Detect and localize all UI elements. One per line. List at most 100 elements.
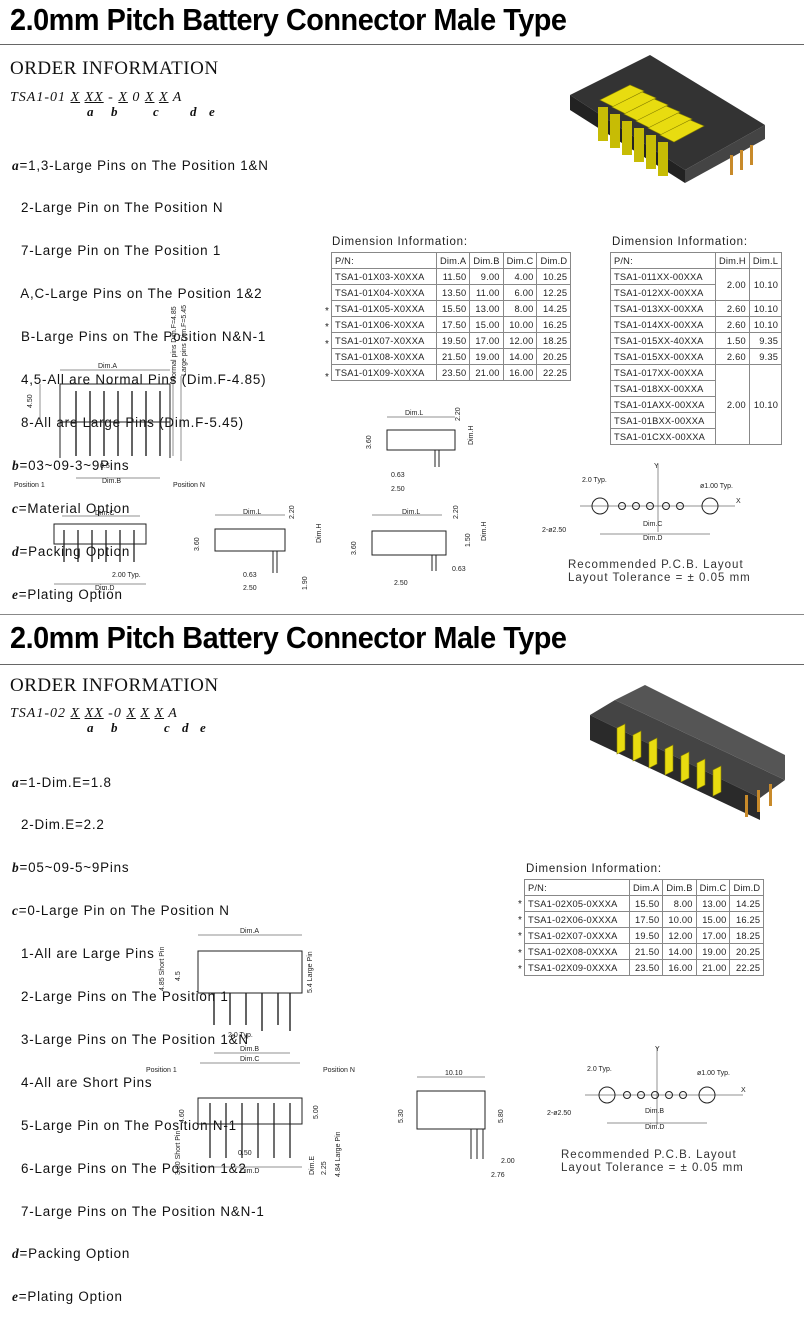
section-tsa1-02: 2.0mm Pitch Battery Connector Male Type … [0,618,804,1304]
svg-text:2.20: 2.20 [289,505,296,519]
svg-text:2.00 Typ.: 2.00 Typ. [112,572,141,579]
section-title: 2.0mm Pitch Battery Connector Male Type [10,2,567,37]
svg-text:4.50: 4.50 [27,394,34,408]
svg-text:Normal pins Dim.F=4.85: Normal pins Dim.F=4.85 [171,306,178,382]
svg-text:0.50: 0.50 [238,1150,252,1157]
option-line: a=1-Dim.E=1.8 [12,774,112,790]
order-heading: ORDER INFORMATION [10,58,219,79]
star-marker: * [518,948,522,959]
svg-text:0.63: 0.63 [243,572,257,579]
option-line: 2-Large Pins on The Position 1 [12,989,229,1005]
svg-text:Dim.H: Dim.H [468,426,475,445]
svg-text:Position N: Position N [323,1067,355,1074]
code-letter-c: c [164,720,170,735]
dimension-caption: Dimension Information: [526,863,662,875]
svg-text:3.80 Short Pin: 3.80 Short Pin [175,1131,182,1175]
option-line: B-Large Pins on The Position N&N-1 [12,329,267,345]
svg-text:1.50: 1.50 [465,533,472,547]
front-view-drawing: Dim.A 4.85 Short Pin 4.5 5.4 Large Pin 2… [146,928,355,1177]
svg-text:Dim.D: Dim.D [240,1168,259,1175]
svg-text:3.60: 3.60 [366,435,373,449]
option-line: 7-Large Pin on The Position 1 [12,243,222,259]
svg-text:0.63: 0.63 [391,472,405,479]
code-letter-e: e [200,720,206,735]
svg-text:5.30: 5.30 [398,1109,405,1123]
svg-text:4.5: 4.5 [175,971,182,981]
star-marker: * [325,322,329,333]
svg-text:Y: Y [655,1046,660,1053]
order-heading: ORDER INFORMATION [10,675,219,696]
svg-text:X: X [736,498,741,505]
svg-text:ø1.00 Typ.: ø1.00 Typ. [700,483,733,490]
star-marker: * [518,899,522,910]
part-number-code: TSA1-01 X XX - X 0 X X A [10,90,183,105]
option-line: d=Packing Option [12,543,131,559]
svg-text:Position 1: Position 1 [14,482,45,489]
svg-text:2.25: 2.25 [321,1161,328,1175]
option-line: 7-Large Pins on The Position N&N-1 [12,1203,265,1219]
option-line: 4-All are Short Pins [12,1074,153,1090]
svg-text:Position N: Position N [173,482,205,489]
star-marker: * [518,915,522,926]
svg-text:2-ø2.50: 2-ø2.50 [542,527,566,534]
svg-text:0.5: 0.5 [100,463,110,470]
option-line: 6-Large Pins on The Position 1&2 [12,1160,247,1176]
svg-text:Dim.A: Dim.A [240,928,259,935]
code-letter-e: e [209,104,215,119]
svg-text:10.10: 10.10 [445,1070,463,1077]
svg-text:Dim.C: Dim.C [643,521,662,528]
svg-text:5.80: 5.80 [498,1109,505,1123]
table-row: TSA1-01CXX-00XXA [610,428,782,445]
svg-text:Dim.B: Dim.B [240,1046,259,1053]
section-title: 2.0mm Pitch Battery Connector Male Type [10,620,567,655]
option-line: e=Plating Option [12,1289,123,1305]
svg-text:2-ø2.50: 2-ø2.50 [547,1110,571,1117]
svg-text:2.76: 2.76 [491,1172,505,1179]
front-view-drawing: Dim.A 4.50 Normal pins Dim.F=4.85 Large … [14,305,205,489]
option-line: a=1,3-Large Pins on The Position 1&N [12,157,269,173]
svg-text:Dim.H: Dim.H [316,524,323,543]
section-tsa1-01: 2.0mm Pitch Battery Connector Male Type … [0,0,804,612]
star-marker: * [325,372,329,383]
star-marker: * [325,306,329,317]
svg-text:2.0 Typ.: 2.0 Typ. [587,1066,612,1073]
svg-text:Dim.C: Dim.C [240,1056,259,1063]
side-view-drawing: 10.10 5.30 5.80 2.00 2.76 [398,1070,515,1179]
svg-text:X: X [741,1087,746,1094]
option-line: c=0-Large Pin on The Position N [12,903,230,919]
connector-3d-image [570,55,765,183]
svg-text:2.20: 2.20 [455,407,462,421]
side-view-drawing: Dim.L 2.20 1.50 Dim.H 3.60 0.63 2.50 [351,505,488,587]
svg-text:2.0 Typ.: 2.0 Typ. [228,1032,253,1039]
dimension-caption: Dimension Information: [612,236,748,248]
star-marker: * [325,339,329,350]
svg-text:2.50: 2.50 [243,585,257,592]
svg-text:Position 1: Position 1 [146,1067,177,1074]
svg-text:Dim.E: Dim.E [309,1156,316,1175]
svg-text:4.85 Short Pin: 4.85 Short Pin [159,947,166,991]
svg-text:Dim.B: Dim.B [645,1108,664,1115]
svg-text:Dim.C: Dim.C [95,510,114,517]
svg-text:5.4 Large Pin: 5.4 Large Pin [307,951,314,993]
code-letter-b: b [111,104,118,119]
side-view-drawing: Dim.L 2.20 Dim.H 3.60 0.63 2.50 1.90 [194,505,323,592]
svg-text:Dim.L: Dim.L [405,410,423,417]
svg-text:1.90: 1.90 [302,576,309,590]
code-letter-d: d [182,720,189,735]
code-letter-c: c [153,104,159,119]
